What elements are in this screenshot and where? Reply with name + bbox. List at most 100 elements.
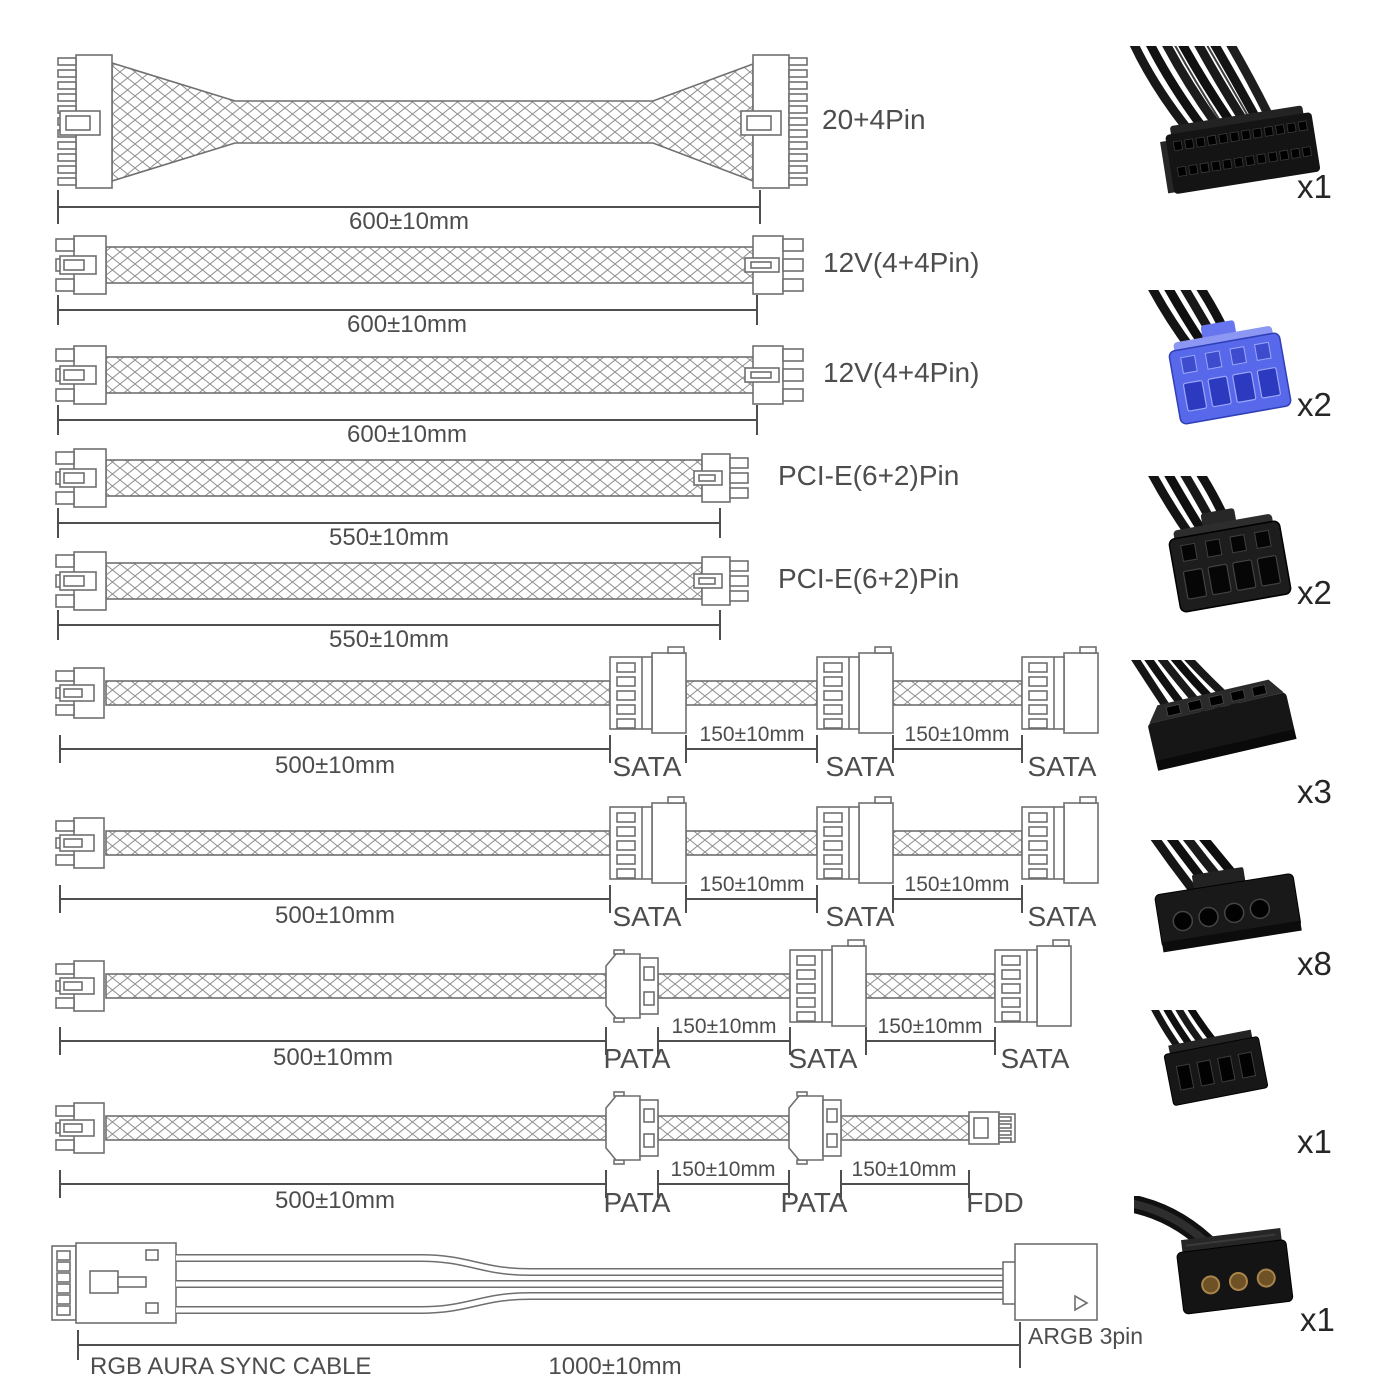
row-pata-sata [55,939,1072,1055]
row-eps-2 [55,345,804,435]
dimension-lines [59,735,1023,763]
rgb-cable-label: RGB AURA SYNC CABLE [90,1353,372,1380]
argb-3pin-label: ARGB 3pin [1028,1323,1144,1349]
row7-seg1: 150±10mm [699,873,805,896]
row5-length: 550±10mm [329,626,449,653]
row7-conn1: SATA [612,901,682,932]
row3-label: 12V(4+4Pin) [823,357,980,388]
photo-molex-connector [1150,840,1302,953]
row7-seg2: 150±10mm [904,873,1010,896]
argb-connector-right [1002,1243,1098,1321]
atx-connector-left [57,54,113,189]
small-connector-left [55,551,107,611]
braid-sleeve [111,61,754,183]
row6-seg1: 150±10mm [699,723,805,746]
row9-conn1: PATA [603,1187,671,1218]
photo-pcie-black-connector [1148,476,1292,613]
row-atx-20-4pin [57,54,808,224]
count-atx: x1 [1297,168,1332,205]
rgb-cable-length: 1000±10mm [548,1353,682,1380]
pcie-connector-right [693,556,749,606]
photo-argb-3pin-connector [1134,1196,1294,1315]
row4-length: 550±10mm [329,524,449,551]
count-fdd: x1 [1297,1123,1332,1160]
fdd-connector-glyph [968,1111,1016,1145]
row1-label: 20+4Pin [822,104,926,135]
dimension-600mm [57,405,758,435]
row9-length: 500±10mm [275,1187,395,1214]
sata-connector-glyph [609,796,687,884]
row6-length: 500±10mm [275,752,395,779]
row9-conn2: PATA [780,1187,848,1218]
eps-connector-right [744,235,804,295]
row2-label: 12V(4+4Pin) [823,247,980,278]
small-connector-left [55,448,107,508]
row8-conn1: PATA [603,1043,671,1074]
small-connector-left [55,960,105,1012]
row9-conn3: FDD [966,1187,1024,1218]
pcie-connector-right [693,453,749,503]
row7-conn2: SATA [825,901,895,932]
dimension-550mm [57,610,721,640]
count-molex: x8 [1297,945,1332,982]
small-connector-left [55,817,105,869]
atx-connector-right [740,54,808,189]
eps-connector-right [744,345,804,405]
dimension-600mm [57,295,758,325]
count-eps: x2 [1297,386,1332,423]
photo-atx-24pin-connector [1129,46,1321,194]
row4-label: PCI-E(6+2)Pin [778,460,960,491]
small-connector-left [55,235,107,295]
row-pcie-1 [55,448,749,538]
sata-connector-glyph [609,646,687,734]
photo-sata-connector [1131,660,1297,771]
row8-seg2: 150±10mm [877,1015,983,1038]
photo-fdd-connector [1151,1010,1269,1106]
row-pcie-2 [55,551,749,640]
dimension-lines [59,1027,996,1055]
row6-conn2: SATA [825,751,895,782]
count-pcie: x2 [1297,574,1332,611]
small-connector-left [55,1102,105,1154]
row6-conn1: SATA [612,751,682,782]
row8-conn3: SATA [1000,1043,1070,1074]
row5-label: PCI-E(6+2)Pin [778,563,960,594]
row8-conn2: SATA [788,1043,858,1074]
row6-conn3: SATA [1027,751,1097,782]
row2-length: 600±10mm [347,311,467,338]
sata-connector-glyph [1021,796,1099,884]
rgb-connector-left [51,1242,177,1324]
rgb-wires [176,1254,1010,1314]
row-rgb-aura-sync [51,1242,1098,1368]
small-connector-left [55,667,105,719]
dimension-lines [59,885,1023,913]
small-connector-left [55,345,107,405]
row8-length: 500±10mm [273,1044,393,1071]
row-eps-1 [55,235,804,325]
dimension-lines [59,1170,970,1198]
row3-length: 600±10mm [347,421,467,448]
row-sata-2 [55,796,1099,913]
row-pata-fdd [55,1091,1016,1198]
dimension-600mm [57,190,761,224]
photo-eps-blue-connector [1148,290,1292,425]
row7-conn3: SATA [1027,901,1097,932]
dimension-550mm [57,508,721,538]
sata-connector-glyph [816,646,894,734]
sata-connector-glyph [816,796,894,884]
count-sata: x3 [1297,773,1332,810]
row7-length: 500±10mm [275,902,395,929]
sata-connector-glyph [1021,646,1099,734]
count-argb: x1 [1300,1301,1335,1338]
pata-connector-glyph [605,949,659,1023]
row1-length: 600±10mm [349,208,469,235]
pata-connector-glyph [605,1091,659,1165]
row6-seg2: 150±10mm [904,723,1010,746]
row9-seg1: 150±10mm [670,1158,776,1181]
pata-connector-glyph [788,1091,842,1165]
sata-connector-glyph [994,939,1072,1027]
row-sata-1 [55,646,1099,763]
sata-connector-glyph [789,939,867,1027]
